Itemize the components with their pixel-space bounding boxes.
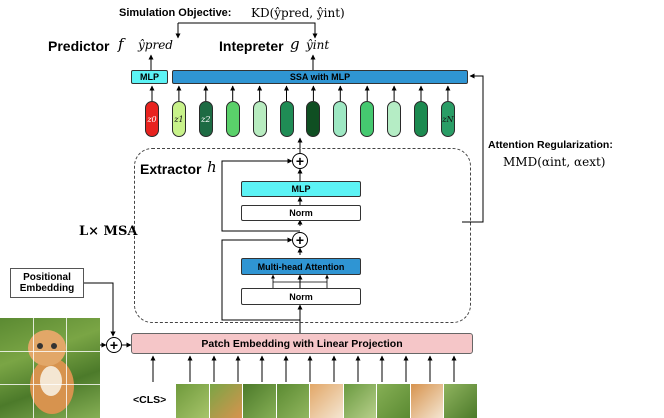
extractor-symbol: h — [207, 158, 217, 176]
token-z-0: z0 — [145, 101, 159, 137]
token-z-10 — [414, 101, 428, 137]
token-z-6 — [306, 101, 321, 137]
image-patch — [310, 384, 343, 418]
extractor-title: Extractor — [140, 161, 202, 177]
predictor-symbol: f — [118, 35, 124, 53]
y-pred-label: ŷpred — [138, 38, 173, 52]
regularization-label: Attention Regularization: — [488, 139, 613, 151]
predictor-label: Predictor — [48, 38, 110, 54]
ssa-mlp-head: SSA with MLP — [172, 70, 468, 84]
image-patch — [343, 384, 376, 418]
cat-eye-icon — [37, 343, 43, 349]
token-z-1: z1 — [171, 101, 186, 137]
y-int-label: ŷint — [306, 38, 330, 52]
cls-token-label: <CLS> — [133, 394, 167, 406]
token-arrows — [149, 85, 451, 101]
cat-eye-icon — [51, 343, 57, 349]
image-patch — [410, 384, 443, 418]
token-z-5 — [279, 101, 294, 137]
image-patch — [377, 384, 410, 418]
token-z-11: zN — [440, 101, 455, 137]
positional-embedding-box: Positional Embedding — [10, 268, 84, 298]
image-patch — [276, 384, 309, 418]
token-z-7 — [333, 101, 348, 137]
token-z-4 — [252, 101, 267, 137]
extractor-norm-top: Norm — [241, 205, 361, 221]
interpreter-label: Intepreter — [219, 38, 284, 54]
token-z-2: z2 — [198, 101, 213, 137]
residual-add-bottom-icon: + — [292, 232, 308, 248]
extractor-norm-bottom: Norm — [241, 288, 361, 305]
token-z-8 — [360, 101, 375, 137]
regularization-formula: MMD(αint, αext) — [503, 155, 606, 169]
multi-head-attention: Multi-head Attention — [241, 258, 361, 275]
interpreter-symbol: g — [290, 35, 300, 53]
image-patch — [176, 384, 209, 418]
image-patch — [243, 384, 276, 418]
patch-embedding-box: Patch Embedding with Linear Projection — [131, 333, 473, 354]
predictor-mlp-head: MLP — [131, 70, 168, 84]
cat-head — [28, 330, 66, 366]
position-add-icon: + — [106, 337, 122, 353]
extractor-mlp: MLP — [241, 181, 361, 197]
token-z-9 — [387, 101, 402, 137]
objective-label: Simulation Objective: — [119, 7, 232, 19]
objective-formula: KD(ŷpred, ŷint) — [251, 6, 345, 20]
image-patch — [444, 384, 477, 418]
extractor-region — [134, 148, 471, 323]
repeat-label: L× MSA — [79, 224, 138, 239]
image-patch — [209, 384, 242, 418]
patch-arrows — [150, 355, 457, 382]
cat-chest — [40, 366, 62, 396]
residual-add-top-icon: + — [292, 153, 308, 169]
input-image — [0, 318, 100, 418]
token-z-3 — [225, 101, 240, 137]
